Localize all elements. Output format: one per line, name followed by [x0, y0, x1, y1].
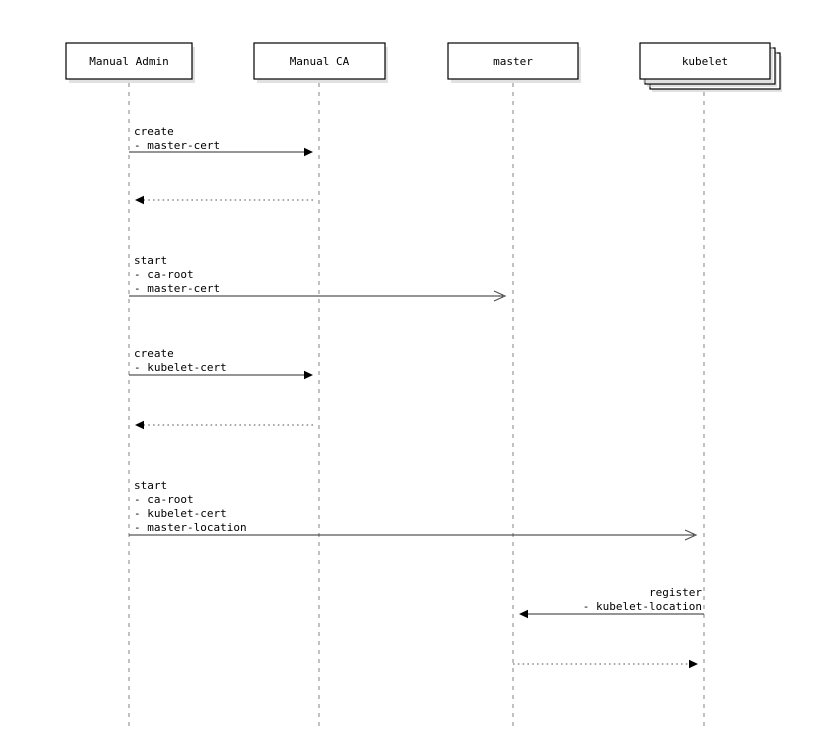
arrowhead-filled — [304, 370, 313, 380]
message-label-line: - master-location — [134, 521, 247, 534]
arrowhead-filled — [689, 659, 698, 669]
participant-label: master — [493, 55, 533, 68]
message-label-line: - kubelet-cert — [134, 507, 227, 520]
message-label-line: - master-cert — [134, 139, 220, 152]
message-m8[interactable] — [513, 659, 698, 669]
participant-master[interactable]: master — [447, 42, 581, 83]
message-label-line: - master-cert — [134, 282, 220, 295]
arrowhead-filled — [304, 147, 313, 157]
participant-label: Manual Admin — [89, 55, 168, 68]
message-m4[interactable]: create- kubelet-cert — [129, 347, 313, 380]
participant-label: Manual CA — [290, 55, 350, 68]
message-label-line: start — [134, 479, 167, 492]
message-m1[interactable]: create- master-cert — [129, 125, 313, 157]
participant-admin[interactable]: Manual Admin — [65, 42, 195, 83]
message-m3[interactable]: start- ca-root- master-cert — [129, 254, 507, 302]
participant-kubelet[interactable]: kubelet — [639, 42, 782, 92]
participant-box — [639, 42, 771, 80]
message-label-line: - kubelet-cert — [134, 361, 227, 374]
message-label-line: create — [134, 125, 174, 138]
message-m5[interactable] — [135, 420, 313, 430]
arrowhead-filled — [135, 195, 144, 205]
participant-label: kubelet — [682, 55, 728, 68]
message-m2[interactable] — [135, 195, 313, 205]
participant-box — [447, 42, 579, 80]
message-m7[interactable]: register- kubelet-location — [519, 586, 704, 619]
message-label-line: create — [134, 347, 174, 360]
arrowhead-open — [684, 529, 698, 541]
message-label-line: - ca-root — [134, 268, 194, 281]
message-label-line: - ca-root — [134, 493, 194, 506]
arrowhead-filled — [135, 420, 144, 430]
message-label-line: register — [649, 586, 702, 599]
participant-box — [65, 42, 193, 80]
arrowhead-open — [493, 290, 507, 302]
participant-ca[interactable]: Manual CA — [253, 42, 388, 83]
message-label-line: - kubelet-location — [583, 600, 702, 613]
message-label-line: start — [134, 254, 167, 267]
participant-box — [253, 42, 386, 80]
arrowhead-filled — [519, 609, 528, 619]
message-m6[interactable]: start- ca-root- kubelet-cert- master-loc… — [129, 479, 698, 541]
